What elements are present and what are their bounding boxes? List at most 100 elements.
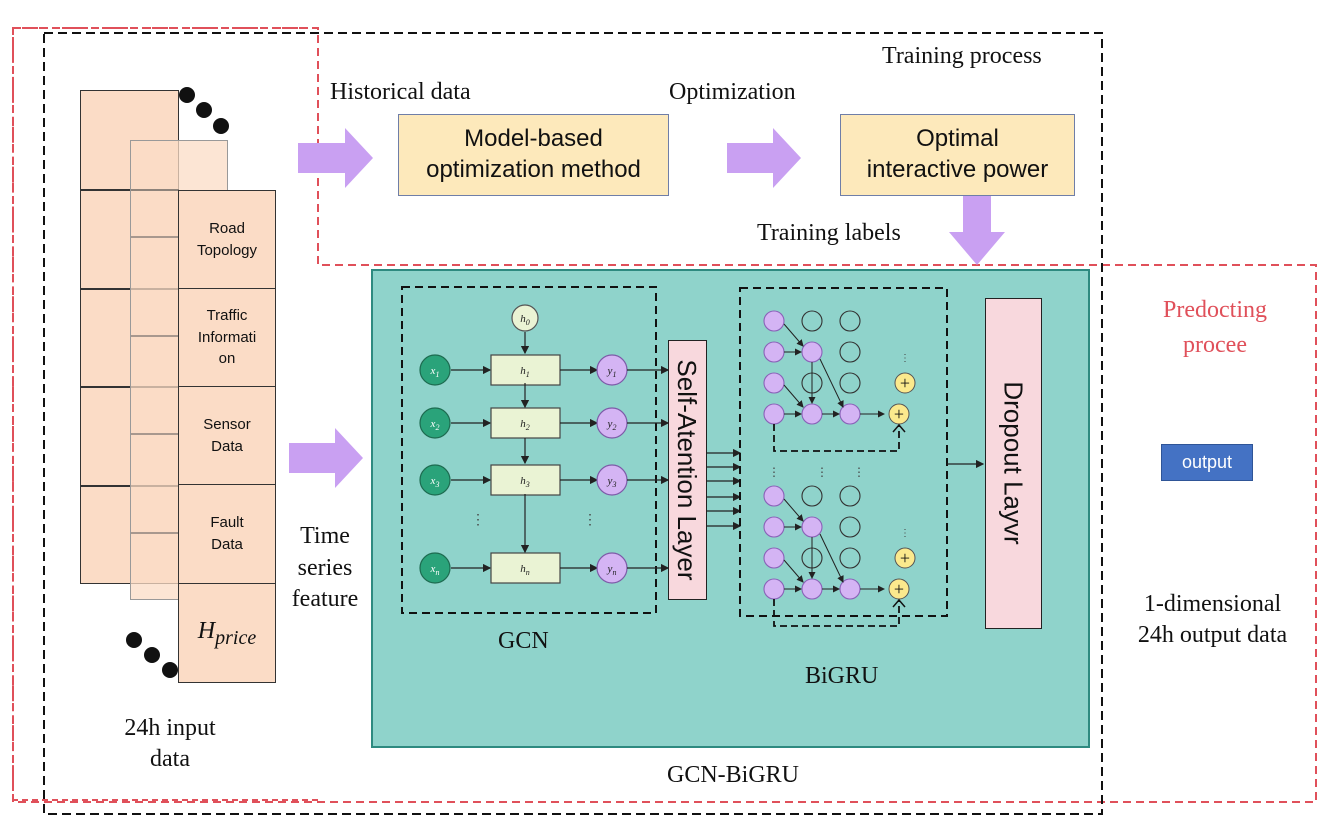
dot-icon: [144, 647, 160, 663]
gru-node: [763, 578, 785, 600]
ellipsis-icon: ⋮: [900, 353, 910, 364]
gru-node: [801, 516, 823, 538]
feedback-loop: [773, 424, 900, 452]
plus-sign: +: [900, 548, 910, 568]
gru-node: [839, 516, 861, 538]
node-label: x2: [430, 418, 440, 432]
time-series-line: Time: [300, 523, 350, 549]
output-data-line: 1-dimensional: [1143, 591, 1282, 617]
gru-node: [801, 310, 823, 332]
x-node: [419, 464, 451, 496]
feature-text: Road: [209, 219, 245, 237]
self-attention-label: Self-Atention Layer: [672, 359, 703, 581]
time-series-feature-label: Time series feature: [280, 521, 370, 616]
feature-text: Fault: [210, 514, 244, 532]
gru-node: [801, 403, 823, 425]
gru-node: [839, 547, 861, 569]
arrow-time-series-icon: [289, 428, 363, 488]
gcn-label: GCN: [498, 628, 549, 654]
ellipsis-icon: ⋮: [768, 465, 780, 479]
feedback-loop: [773, 599, 900, 627]
node-label: x3: [430, 475, 440, 489]
gru-node: [839, 485, 861, 507]
plus-icon: [894, 547, 916, 569]
optimal-line1: Optimal: [916, 125, 999, 153]
feature-text: Topology: [196, 241, 258, 259]
gru-node: [801, 341, 823, 363]
input-data-line: 24h input: [124, 715, 216, 741]
node-label: h3: [520, 475, 530, 489]
training-labels-label: Training labels: [757, 220, 901, 246]
optimal-interactive-power-box: Optimal interactive power: [840, 114, 1075, 196]
plus-icon: [894, 372, 916, 394]
chevron-up-icon: [892, 423, 906, 433]
edge: [819, 533, 844, 583]
gru-node: [801, 578, 823, 600]
plus-sign: +: [894, 579, 904, 599]
node-label: h2: [520, 418, 530, 432]
dropout-layer: [985, 298, 1042, 629]
output-data-line: 24h output data: [1137, 622, 1288, 649]
gru-node: [763, 341, 785, 363]
predicting-process-label: Predocting procee: [1120, 293, 1310, 363]
ellipsis-icon: ⋮: [816, 465, 828, 479]
x-node: [419, 407, 451, 439]
ellipsis-icon: ⋮: [583, 513, 597, 528]
feature-text: Informati: [197, 328, 257, 346]
dot-icon: [196, 102, 212, 118]
node-label: h0: [520, 313, 530, 327]
plus-sign: +: [894, 404, 904, 424]
edge: [819, 358, 844, 408]
model-based-optimization-box: Model-based optimization method: [398, 114, 669, 196]
gcn-frame: [401, 286, 657, 614]
gru-node: [763, 485, 785, 507]
gcn-bigru-panel: [371, 269, 1090, 748]
dot-icon: [213, 118, 229, 134]
output-data-label: 1-dimensional 24h output data: [1110, 589, 1315, 651]
node-label: x1: [430, 365, 440, 379]
gru-node: [839, 372, 861, 394]
dot-icon: [162, 662, 178, 678]
node-label: y1: [607, 365, 617, 379]
input-data-label: 24h input data: [100, 713, 240, 775]
feature-text: Sensor: [203, 415, 251, 433]
gru-node: [801, 485, 823, 507]
gru-node: [839, 310, 861, 332]
input-data-line: data: [150, 746, 190, 773]
time-series-line: series: [297, 554, 353, 581]
time-series-line: feature: [291, 586, 359, 613]
optimal-line2: interactive power: [866, 156, 1049, 183]
dot-icon: [179, 87, 195, 103]
predicting-process-frame: [12, 27, 318, 801]
self-attention-layer: [668, 340, 707, 600]
h0-node: [511, 304, 539, 332]
node-label: h1: [520, 365, 530, 379]
training-process-label: Training process: [882, 43, 1042, 69]
node-label: xn: [430, 563, 440, 577]
gru-node: [763, 372, 785, 394]
arrow-optimization-icon: [727, 128, 801, 188]
plus-sign: +: [900, 373, 910, 393]
feature-text: Traffic: [206, 306, 248, 324]
edge: [783, 559, 804, 583]
feature-text: Data: [211, 437, 243, 455]
gru-node: [763, 547, 785, 569]
edge: [783, 384, 804, 408]
price-symbol: H: [197, 617, 216, 644]
gru-node: [839, 341, 861, 363]
gru-node: [763, 310, 785, 332]
output-box: output: [1161, 444, 1253, 481]
node-label: y3: [607, 475, 617, 489]
edge: [783, 323, 804, 347]
input-feature-h-price: Hprice: [178, 583, 276, 683]
gru-node: [763, 516, 785, 538]
feature-text: on: [218, 350, 236, 368]
node-label: hn: [520, 563, 530, 577]
